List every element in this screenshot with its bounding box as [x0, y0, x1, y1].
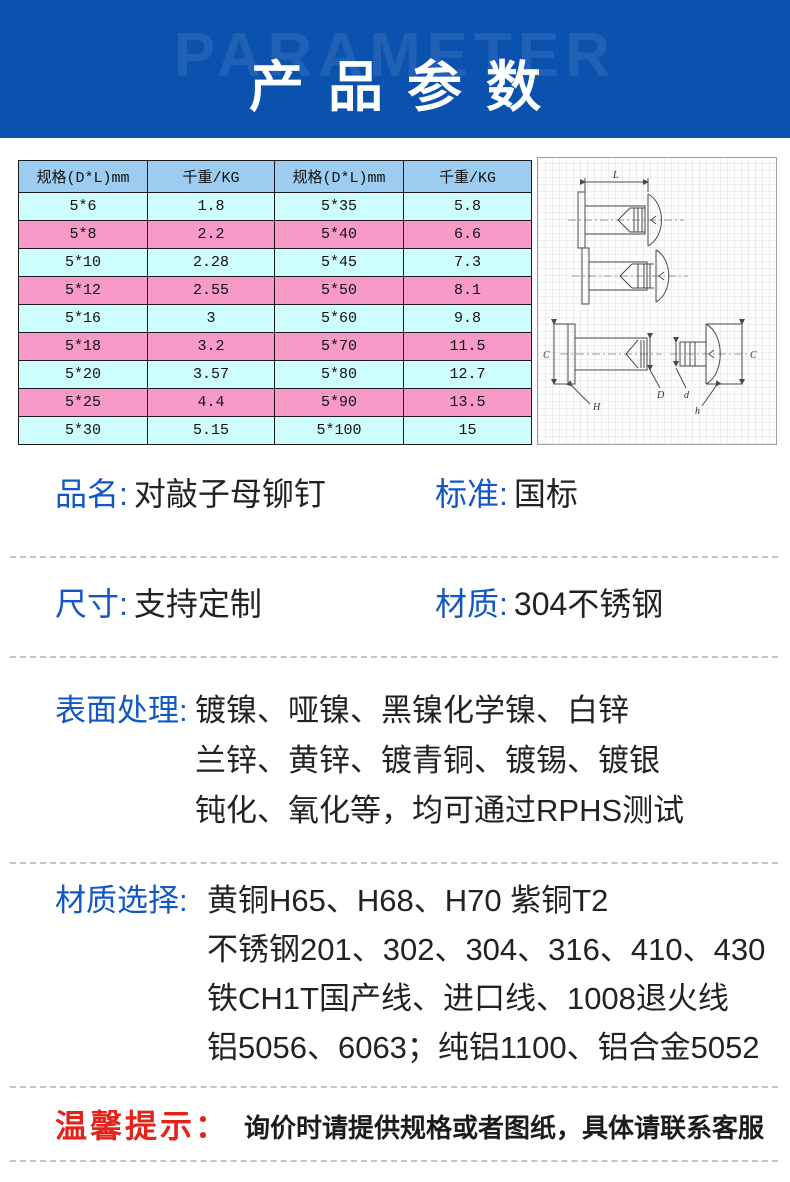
- table-cell: 5*25: [18, 388, 148, 417]
- notice-label: 温馨提示：: [55, 1108, 231, 1144]
- page-title: 产品参数: [248, 56, 565, 118]
- attr-standard: 标准:国标: [435, 472, 578, 516]
- surface-text: 镀镍、哑镍、黑镍化学镍、白锌: [195, 693, 629, 728]
- table-row: 5*16 3 5*60 9.8: [18, 304, 532, 333]
- surface-line-2: 兰锌、黄锌、镀青铜、镀锡、镀银: [195, 743, 660, 778]
- table-row: 5*30 5.15 5*100 15: [18, 416, 532, 445]
- table-cell: 8.1: [403, 276, 532, 305]
- table-cell: 5.15: [147, 416, 275, 445]
- dim-label-C-right: C: [750, 350, 757, 361]
- rivet-diagram-svg: L C D H: [543, 170, 757, 417]
- dim-label-L: L: [612, 170, 619, 181]
- surface-treatment-section: 表面处理:镀镍、哑镍、黑镍化学镍、白锌 兰锌、黄锌、镀青铜、镀锡、镀银 钝化、氧…: [55, 686, 775, 836]
- table-cell: 5*70: [274, 332, 404, 361]
- rivet-diagram: L C D H: [537, 157, 777, 445]
- table-cell: 5*8: [18, 220, 148, 249]
- table-cell: 9.8: [403, 304, 532, 333]
- table-cell: 5*10: [18, 248, 148, 277]
- table-cell: 15: [403, 416, 532, 445]
- table-cell: 5*12: [18, 276, 148, 305]
- dim-label-d: d: [684, 390, 690, 401]
- table-row: 5*12 2.55 5*50 8.1: [18, 276, 532, 305]
- attr-value: 国标: [513, 476, 578, 512]
- section-label: 材质选择:: [55, 883, 188, 918]
- attr-material: 材质:304不锈钢: [435, 582, 663, 626]
- dim-label-H: H: [592, 402, 601, 413]
- col-header-weight-1: 千重/KG: [147, 160, 275, 193]
- table-cell: 4.4: [147, 388, 275, 417]
- table-cell: 6.6: [403, 220, 532, 249]
- material-line-1: 材质选择: 黄铜H65、H68、H70 紫铜T2: [55, 876, 775, 925]
- surface-line-3: 钝化、氧化等，均可通过RPHS测试: [195, 793, 685, 828]
- table-cell: 3: [147, 304, 275, 333]
- notice-text: 询价时请提供规格或者图纸，具体请联系客服: [244, 1113, 765, 1143]
- attr-value: 对敲子母铆钉: [133, 476, 326, 512]
- attr-value: 304不锈钢: [513, 586, 664, 622]
- attr-label: 标准:: [435, 476, 508, 512]
- table-cell: 2.28: [147, 248, 275, 277]
- table-row: 5*18 3.2 5*70 11.5: [18, 332, 532, 361]
- table-cell: 5*100: [274, 416, 404, 445]
- table-cell: 5.8: [403, 192, 532, 221]
- dashed-divider: [10, 656, 778, 658]
- table-row: 5*6 1.8 5*35 5.8: [18, 192, 532, 221]
- col-header-spec-1: 规格(D*L)mm: [18, 160, 148, 193]
- table-cell: 5*16: [18, 304, 148, 333]
- table-cell: 11.5: [403, 332, 532, 361]
- table-cell: 3.57: [147, 360, 275, 389]
- table-cell: 13.5: [403, 388, 532, 417]
- material-line-4: 铝5056、6063；纯铝1100、铝合金5052: [207, 1030, 760, 1065]
- table-cell: 5*90: [274, 388, 404, 417]
- material-options-section: 材质选择: 黄铜H65、H68、H70 紫铜T2 不锈钢201、302、304、3…: [55, 876, 775, 1072]
- col-header-weight-2: 千重/KG: [403, 160, 532, 193]
- dim-label-C-left: C: [543, 350, 550, 361]
- table-cell: 5*45: [274, 248, 404, 277]
- header-banner: PARAMETER 产品参数: [0, 0, 790, 138]
- surface-line-1: 表面处理:镀镍、哑镍、黑镍化学镍、白锌: [55, 686, 775, 736]
- table-cell: 2.55: [147, 276, 275, 305]
- dashed-divider: [10, 556, 778, 558]
- table-header-row: 规格(D*L)mm 千重/KG 规格(D*L)mm 千重/KG: [18, 160, 532, 193]
- spec-table: 规格(D*L)mm 千重/KG 规格(D*L)mm 千重/KG 5*6 1.8 …: [18, 160, 532, 445]
- material-line-2: 不锈钢201、302、304、316、410、430: [207, 932, 766, 967]
- dim-label-h: h: [695, 406, 700, 417]
- attr-size: 尺寸:支持定制: [55, 582, 262, 626]
- table-row: 5*20 3.57 5*80 12.7: [18, 360, 532, 389]
- table-row: 5*10 2.28 5*45 7.3: [18, 248, 532, 277]
- banner-ghost-text: PARAMETER: [173, 21, 617, 90]
- table-cell: 5*60: [274, 304, 404, 333]
- table-cell: 1.8: [147, 192, 275, 221]
- table-row: 5*25 4.4 5*90 13.5: [18, 388, 532, 417]
- notice-section: 温馨提示： 询价时请提供规格或者图纸，具体请联系客服: [55, 1104, 775, 1155]
- table-cell: 5*50: [274, 276, 404, 305]
- table-cell: 5*18: [18, 332, 148, 361]
- attr-label: 材质:: [435, 586, 508, 622]
- table-cell: 5*6: [18, 192, 148, 221]
- table-cell: 5*20: [18, 360, 148, 389]
- table-cell: 5*40: [274, 220, 404, 249]
- attr-product-name: 品名:对敲子母铆钉: [55, 472, 326, 516]
- table-cell: 5*30: [18, 416, 148, 445]
- section-label: 表面处理:: [55, 693, 188, 728]
- dim-label-D: D: [656, 390, 665, 401]
- col-header-spec-2: 规格(D*L)mm: [274, 160, 404, 193]
- table-cell: 2.2: [147, 220, 275, 249]
- dashed-divider: [10, 1160, 778, 1162]
- dashed-divider: [10, 1086, 778, 1088]
- table-row: 5*8 2.2 5*40 6.6: [18, 220, 532, 249]
- attr-label: 品名:: [55, 476, 128, 512]
- material-line-3: 铁CH1T国产线、进口线、1008退火线: [207, 981, 729, 1016]
- table-cell: 7.3: [403, 248, 532, 277]
- dashed-divider: [10, 862, 778, 864]
- material-text: 黄铜H65、H68、H70 紫铜T2: [207, 883, 609, 918]
- table-cell: 5*80: [274, 360, 404, 389]
- table-cell: 12.7: [403, 360, 532, 389]
- attr-label: 尺寸:: [55, 586, 128, 622]
- attr-value: 支持定制: [133, 586, 262, 622]
- table-cell: 5*35: [274, 192, 404, 221]
- table-cell: 3.2: [147, 332, 275, 361]
